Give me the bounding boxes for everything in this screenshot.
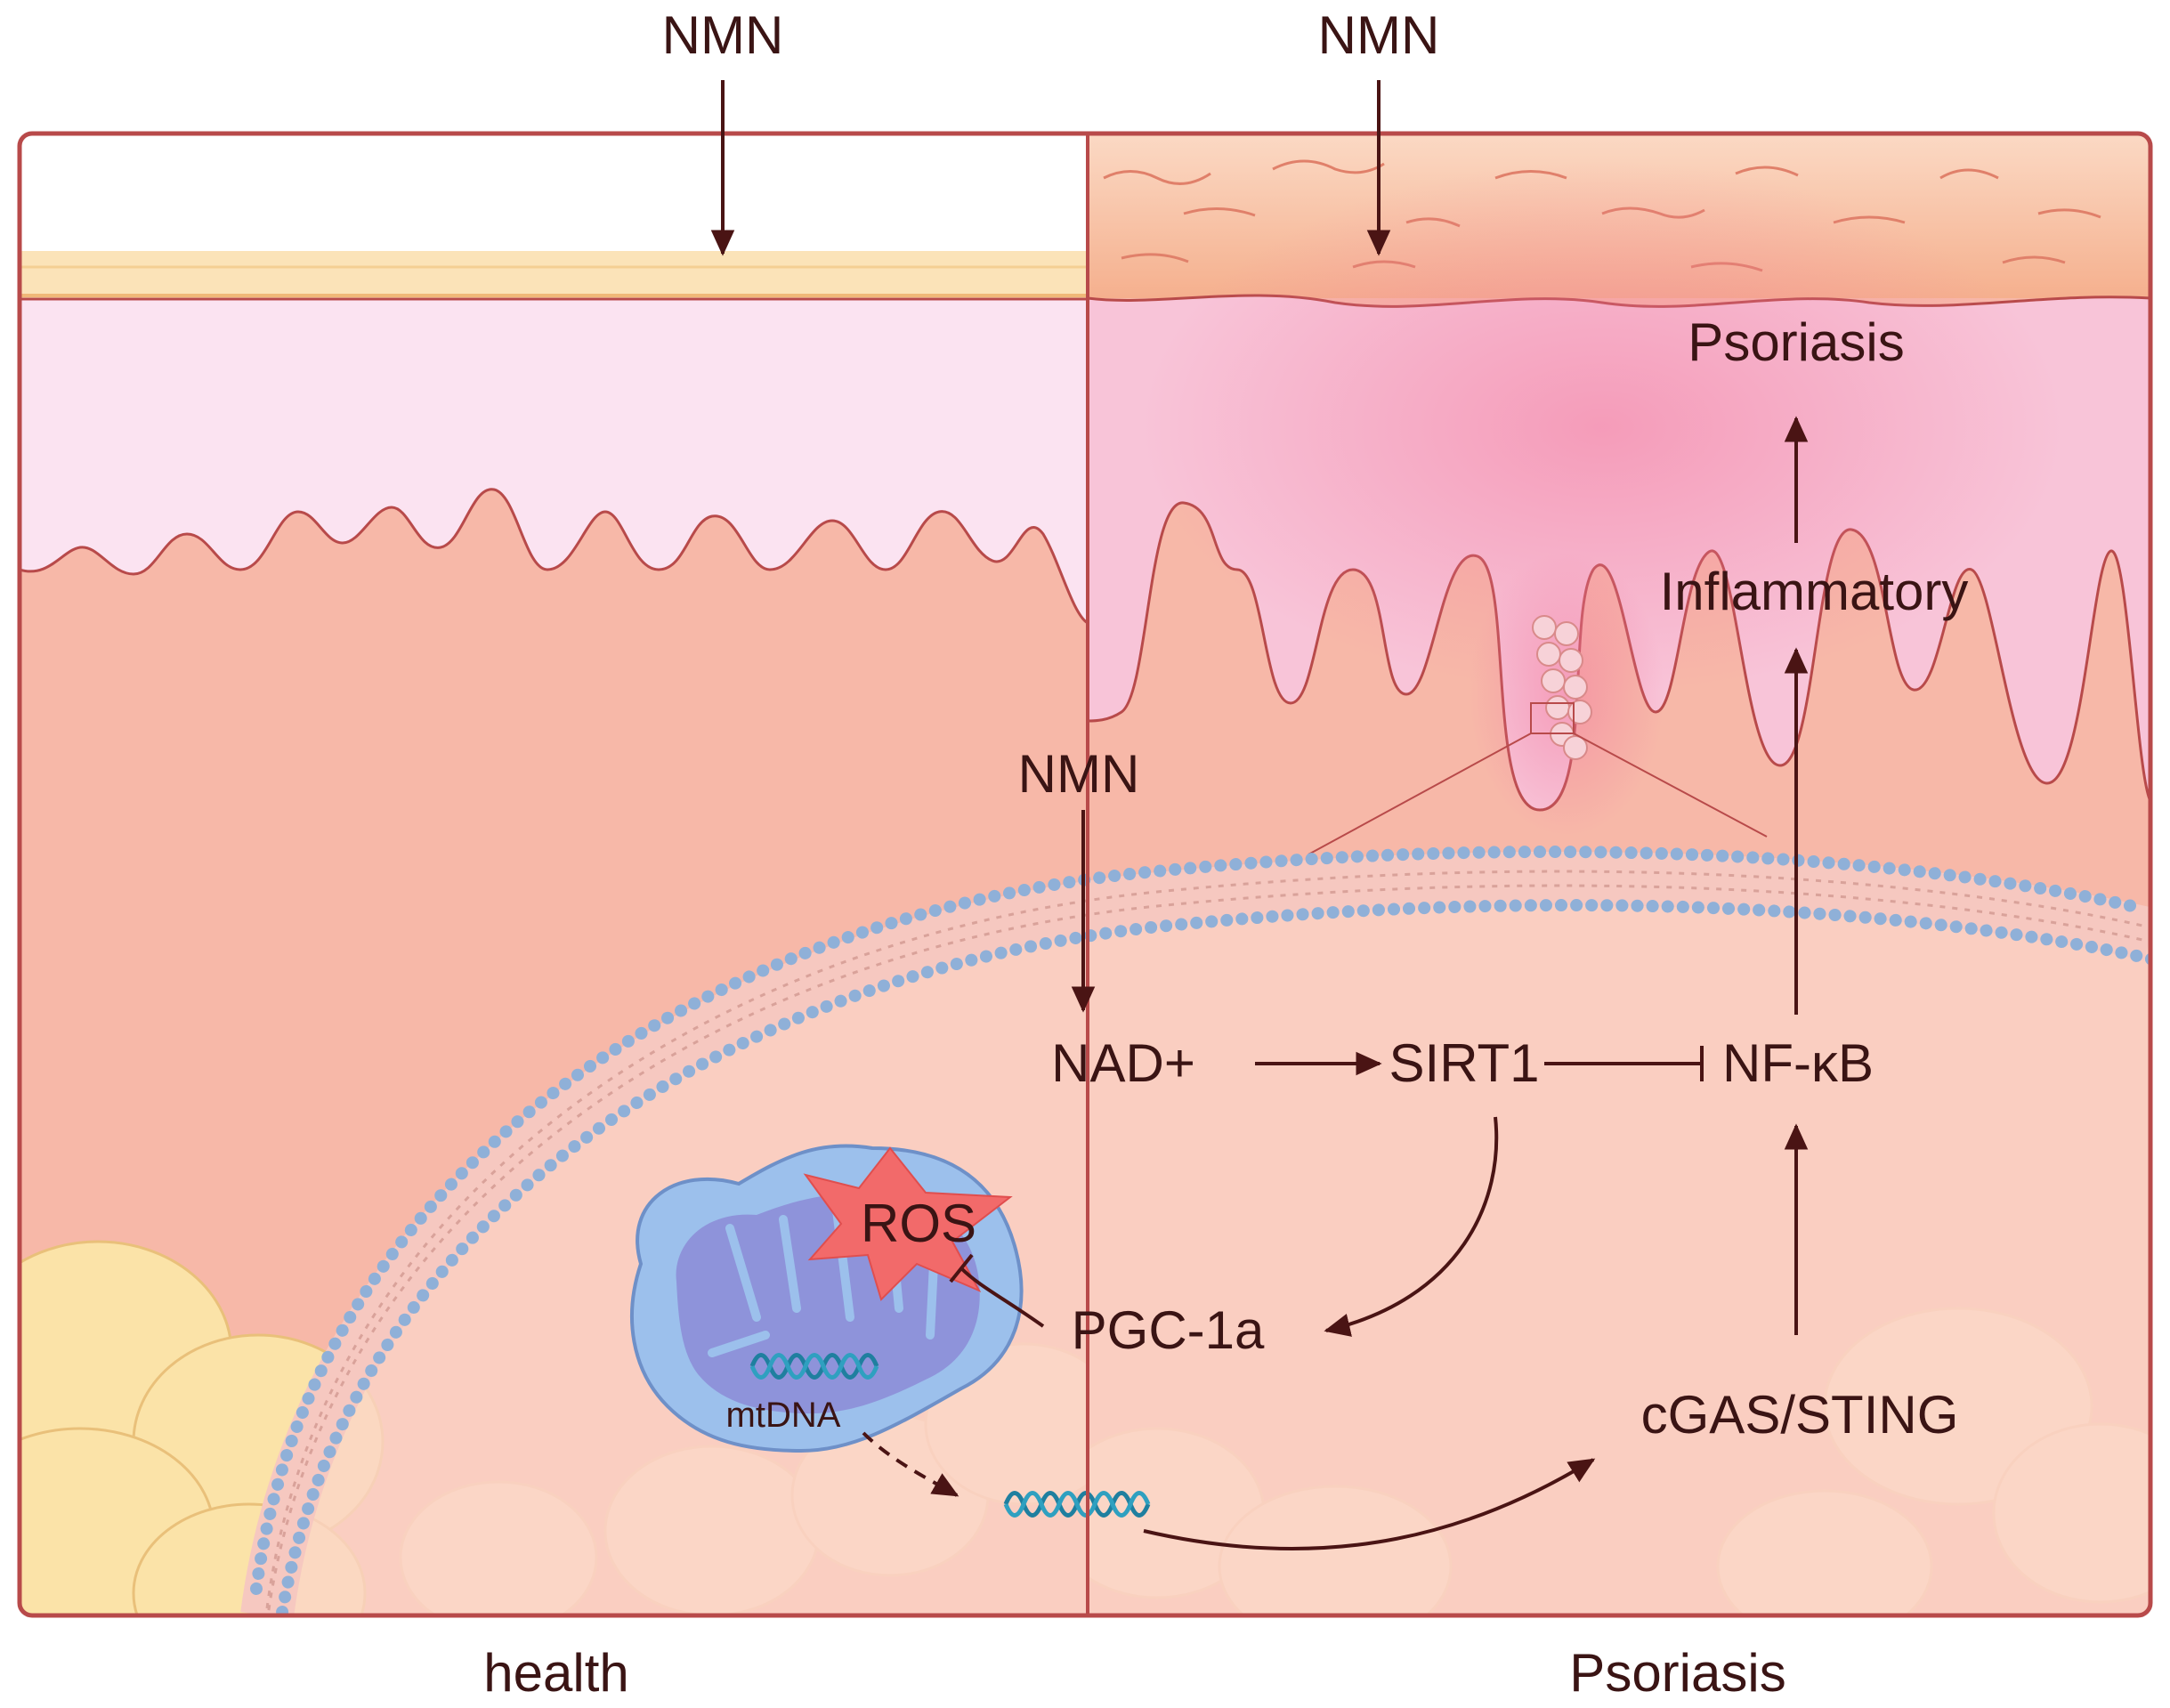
caption-psoriasis: Psoriasis — [1569, 1643, 1785, 1703]
label-pgc1a: PGC-1a — [1072, 1300, 1265, 1360]
label-nf-kb: NF-κB — [1722, 1033, 1874, 1093]
ros-star — [803, 1146, 1013, 1301]
stratum-corneum-healthy — [20, 134, 1088, 251]
label-cgas-sting: cGAS/STING — [1641, 1385, 1959, 1445]
label-inflammatory: Inflammatory — [1660, 562, 1969, 621]
immune-cell-cluster — [1532, 615, 1592, 760]
zoom-box — [1530, 702, 1575, 734]
label-nmn-top-right: NMN — [1318, 5, 1440, 65]
labels: NMN NMN Psoriasis Inflammatory NMN NAD+ … — [483, 5, 1968, 1703]
skin-block-outline — [17, 131, 2153, 1618]
arrow-sirt1-to-pgc1a — [1324, 1116, 1499, 1337]
label-sirt1: SIRT1 — [1389, 1033, 1540, 1093]
mtdna-helix — [749, 1353, 879, 1380]
pathway-arrows — [710, 80, 1809, 1550]
cell-membrane — [240, 846, 2150, 1615]
epidermis-healthy — [20, 297, 1088, 626]
label-nad-plus: NAD+ — [1051, 1033, 1195, 1093]
label-nmn-top-left: NMN — [662, 5, 784, 65]
label-mtdna: mtDNA — [726, 1396, 841, 1435]
label-ros: ROS — [861, 1194, 976, 1253]
caption-health: health — [483, 1643, 628, 1703]
granular-layer-healthy — [20, 251, 1088, 299]
inflammation-glow — [1139, 160, 2065, 694]
arrow-dna-to-cgas — [1143, 1458, 1596, 1550]
inhibit-pgc1a-ros — [959, 1267, 1045, 1328]
label-nmn-inner: NMN — [1018, 744, 1140, 804]
label-psoriasis-outcome: Psoriasis — [1688, 312, 1904, 372]
cytosolic-dna-helix — [1003, 1491, 1151, 1518]
